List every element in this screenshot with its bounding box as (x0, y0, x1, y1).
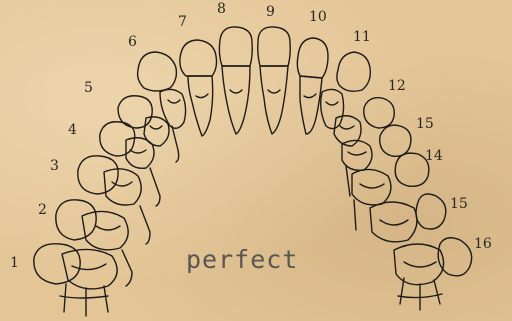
tooth-number-1: 1 (10, 255, 19, 271)
tooth-1 (34, 244, 117, 316)
caption-perfect: perfect (186, 245, 298, 274)
tooth-number-13: 15 (416, 116, 434, 132)
tooth-number-9: 9 (266, 4, 275, 20)
tooth-number-12: 12 (388, 78, 406, 94)
tooth-3 (78, 156, 150, 244)
tooth-number-15: 15 (450, 196, 468, 212)
tooth-7 (180, 40, 217, 136)
tooth-15 (370, 194, 446, 242)
tooth-number-4: 4 (68, 122, 77, 138)
tooth-number-2: 2 (38, 202, 47, 218)
tooth-number-6: 6 (128, 34, 137, 50)
tooth-16 (394, 238, 472, 310)
tooth-number-11: 11 (353, 29, 371, 45)
tooth-8 (219, 27, 252, 134)
tooth-number-5: 5 (84, 80, 93, 96)
tooth-2 (56, 200, 132, 286)
tooth-number-8: 8 (217, 1, 226, 17)
tooth-9 (258, 27, 291, 134)
tooth-number-7: 7 (178, 14, 187, 30)
tooth-number-16: 16 (474, 236, 492, 252)
tooth-number-14: 14 (425, 148, 443, 164)
tooth-number-10: 10 (309, 9, 327, 25)
tooth-4 (100, 122, 160, 206)
tooth-number-3: 3 (50, 158, 59, 174)
